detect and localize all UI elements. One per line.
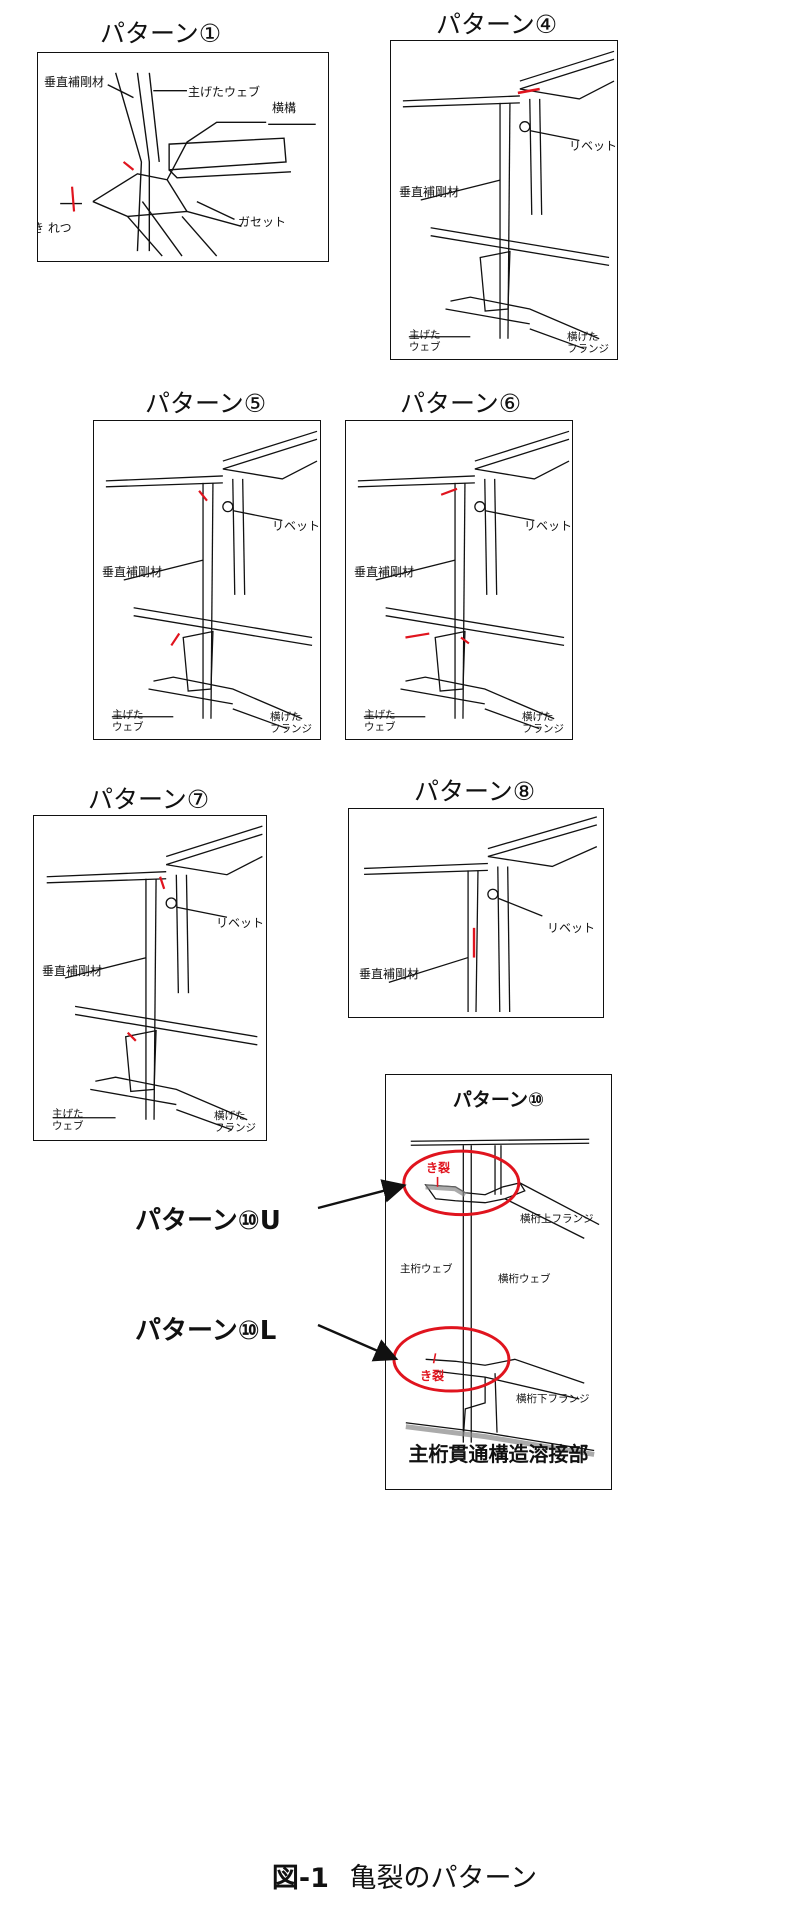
pattern4-label-rivet: リベット [569,139,618,153]
figure-caption-text: 亀裂のパターン [349,1863,538,1894]
pattern8-label-rivet: リベット [547,921,596,935]
pattern1-label-stiffener: 垂直補剛材 [44,75,105,89]
pattern6-label-web: 主げた ウェブ [364,709,396,733]
pattern10-caption: 主桁貫通構造溶接部 [408,1442,589,1466]
pattern10-label-crack-upper: き裂 [426,1161,451,1175]
pattern8-panel: リベット 垂直補剛材 [348,808,604,1018]
pattern7-label-rivet: リベット [216,916,265,930]
pattern1-drawing [60,72,316,257]
pattern6-title: パターン⑥ [400,389,522,418]
pattern4-title: パターン④ [436,10,558,39]
pattern1-label-gusset: ガセット [238,215,287,229]
pattern10-label-upper-flange: 横桁上フランジ [520,1213,594,1225]
pattern6-label-rivet: リベット [524,519,573,533]
pattern8-title: パターン⑧ [414,777,536,806]
pattern6-panel: リベット 垂直補剛材 主げた ウェブ 横げた フランジ [345,420,573,740]
figure-number: 図-1 [271,1863,329,1894]
pattern4-label-web: 主げた ウェブ [409,329,441,353]
pattern8-label-stiffener: 垂直補剛材 [359,967,420,981]
pattern5-label-web: 主げた ウェブ [112,709,144,733]
pattern6-drawing [357,430,570,730]
pattern4-drawing [402,50,615,350]
pattern10-panel: パターン⑩ き裂 き裂 横桁上フランジ 主桁ウェブ 横桁ウェブ [385,1074,612,1490]
pattern7-label-stiffener: 垂直補剛材 [42,964,103,978]
pattern10-lower-label: パターン⑩L [135,1316,277,1346]
pattern7-panel: リベット 垂直補剛材 主げた ウェブ 横げた フランジ [33,815,267,1141]
pattern4-panel: リベット 垂直補剛材 主げた ウェブ 横げた フランジ [390,40,618,360]
pattern10-title: パターン⑩ [452,1089,545,1111]
pattern5-drawing [105,430,318,730]
pattern10-upper-label: パターン⑩U [135,1206,281,1236]
pattern1-panel: 垂直補剛材 主げたウェブ 横構 ガセット き れつ [37,52,329,262]
figure-caption: 図-1 亀裂のパターン [0,1856,809,1895]
pattern5-label-stiffener: 垂直補剛材 [102,565,163,579]
pattern7-label-flange: 横げた フランジ [214,1110,256,1134]
pattern10-label-crack-lower: き裂 [420,1369,445,1383]
pattern1-title: パターン① [100,19,222,48]
pattern10-label-cross-web: 横桁ウェブ [498,1273,551,1285]
pattern10-label-lower-flange: 横桁下フランジ [516,1393,590,1405]
pattern5-label-rivet: リベット [272,519,321,533]
pattern5-panel: リベット 垂直補剛材 主げた ウェブ 横げた フランジ [93,420,321,740]
pattern10-label-main-web: 主桁ウェブ [400,1263,453,1275]
pattern4-label-stiffener: 垂直補剛材 [399,185,460,199]
pattern5-label-flange: 横げた フランジ [270,711,312,735]
pattern7-title: パターン⑦ [88,785,210,814]
pattern7-label-web: 主げた ウェブ [52,1108,84,1132]
pattern7-drawing [46,825,263,1131]
pattern1-label-web: 主げたウェブ [188,85,261,99]
arrow-lower [317,1323,399,1362]
pattern10-drawing [392,1138,600,1457]
pattern4-label-flange: 横げた フランジ [567,331,609,355]
pattern1-label-crack: き れつ [38,221,72,235]
pattern6-label-stiffener: 垂直補剛材 [354,565,415,579]
pattern5-title: パターン⑤ [145,389,267,418]
pattern6-label-flange: 横げた フランジ [522,711,564,735]
pattern1-label-lateral: 横構 [272,101,297,115]
pattern8-drawing [364,816,598,1013]
